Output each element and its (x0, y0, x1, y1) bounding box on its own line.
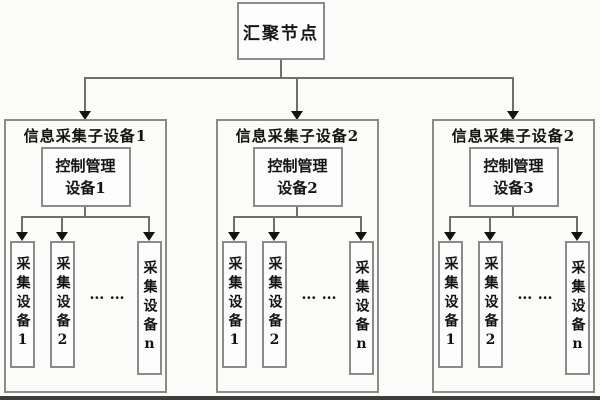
device-label: 采集设备n (141, 259, 158, 357)
arrow-down-icon (143, 232, 155, 241)
ellipsis: … … (517, 285, 553, 303)
connector-line (61, 217, 63, 234)
connector-line (21, 216, 150, 218)
device-label: 采集设备2 (266, 256, 283, 353)
connector-line (576, 217, 578, 234)
group-subdevice-3: 信息采集子设备2 控制管理 设备3 采集设备1 采集设备2 … … 采集设备n (432, 119, 595, 393)
arrow-down-icon (291, 111, 303, 120)
group-title: 信息采集子设备2 (451, 127, 576, 145)
group-title: 信息采集子设备1 (23, 127, 148, 145)
arrow-down-icon (79, 111, 91, 120)
device-label: 采集设备2 (482, 256, 499, 353)
device-label: 采集设备1 (442, 256, 459, 353)
group-subdevice-2: 信息采集子设备2 控制管理 设备2 采集设备1 采集设备2 … … 采集设备n (216, 119, 379, 393)
device-box-n: 采集设备n (349, 241, 374, 375)
device-box-2: 采集设备2 (478, 241, 503, 368)
connector-line (296, 78, 298, 112)
controller-label-line2: 设备2 (277, 179, 318, 197)
connector-line (233, 217, 235, 234)
controller-box: 控制管理 设备2 (252, 147, 343, 207)
connector-line (233, 216, 362, 218)
bottom-edge-bar (0, 396, 600, 400)
controller-label-line1: 控制管理 (267, 156, 328, 175)
connector-line (84, 207, 86, 217)
node-aggregation-root: 汇聚节点 (237, 2, 325, 60)
controller-label-line2: 设备1 (65, 179, 106, 197)
connector-line (280, 60, 282, 77)
arrow-down-icon (571, 232, 583, 241)
device-label: 采集设备n (569, 259, 586, 357)
arrow-down-icon (484, 232, 496, 241)
device-box-1: 采集设备1 (438, 241, 463, 368)
controller-label-line1: 控制管理 (483, 156, 544, 175)
device-label: 采集设备1 (14, 256, 31, 353)
connector-line (84, 78, 86, 112)
device-box-n: 采集设备n (137, 241, 162, 375)
device-box-2: 采集设备2 (50, 241, 75, 368)
group-subdevice-1: 信息采集子设备1 控制管理 设备1 采集设备1 采集设备2 … … 采集设备n (4, 119, 167, 393)
ellipsis: … … (89, 285, 125, 303)
device-box-n: 采集设备n (565, 241, 590, 375)
connector-line (296, 207, 298, 217)
connector-line (449, 216, 578, 218)
controller-box: 控制管理 设备1 (40, 147, 131, 207)
connector-line (489, 217, 491, 234)
device-label: 采集设备2 (54, 256, 71, 353)
connector-line (148, 217, 150, 234)
node-aggregation-root-label: 汇聚节点 (243, 23, 319, 44)
controller-box: 控制管理 设备3 (468, 147, 559, 207)
controller-label-line1: 控制管理 (55, 156, 116, 175)
device-box-1: 采集设备1 (10, 241, 35, 368)
device-label: 采集设备n (353, 259, 370, 357)
connector-line (273, 217, 275, 234)
connector-line (512, 78, 514, 112)
connector-line (449, 217, 451, 234)
arrow-down-icon (444, 232, 456, 241)
arrow-down-icon (56, 232, 68, 241)
connector-line (84, 77, 514, 79)
controller-label-line2: 设备3 (493, 179, 534, 197)
device-box-1: 采集设备1 (222, 241, 247, 368)
arrow-down-icon (268, 232, 280, 241)
connector-line (512, 207, 514, 217)
device-box-2: 采集设备2 (262, 241, 287, 368)
device-label: 采集设备1 (226, 256, 243, 353)
ellipsis: … … (301, 285, 337, 303)
arrow-down-icon (16, 232, 28, 241)
connector-line (21, 217, 23, 234)
group-title: 信息采集子设备2 (235, 127, 360, 145)
arrow-down-icon (507, 111, 519, 120)
arrow-down-icon (355, 232, 367, 241)
arrow-down-icon (228, 232, 240, 241)
connector-line (360, 217, 362, 234)
